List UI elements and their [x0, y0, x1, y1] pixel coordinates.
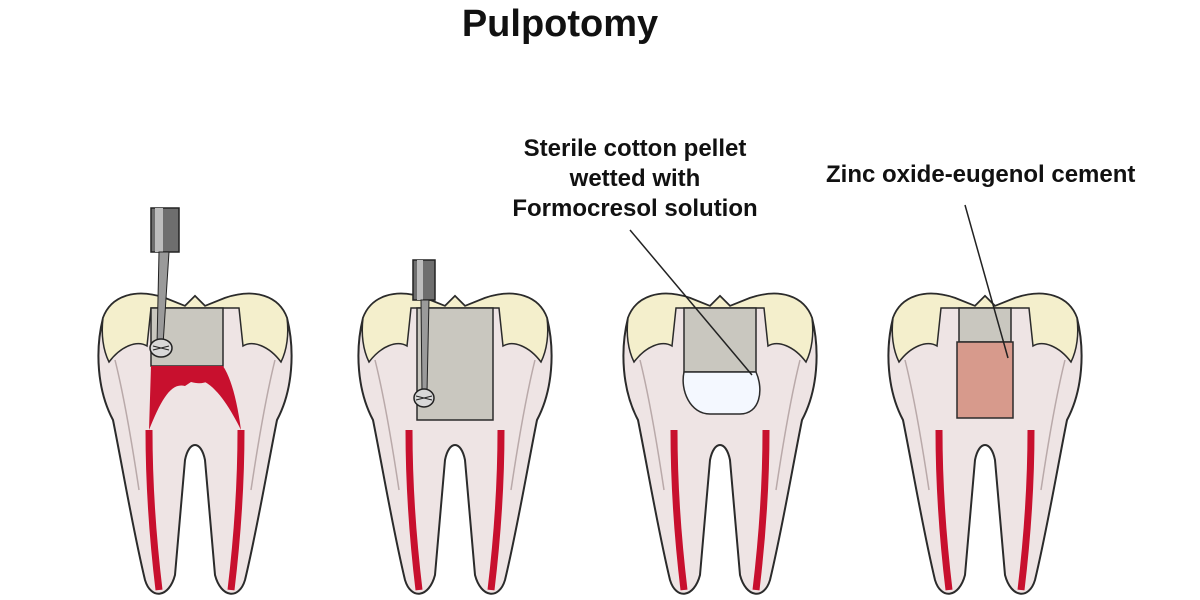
tooth-stage-4: [888, 294, 1081, 594]
cotton-pellet: [682, 371, 761, 415]
zoe-cement-label: Zinc oxide-eugenol cement: [826, 161, 1136, 188]
cotton-pellet-label-line-2: wetted with: [569, 165, 701, 192]
zoe-cement-leader: [964, 204, 1009, 359]
cotton-pellet-label-line-3: Formocresol solution: [512, 195, 758, 222]
diagram-title: Pulpotomy: [461, 3, 659, 45]
dental-bur: [149, 207, 180, 358]
cavity-filling-base: [683, 307, 757, 373]
temporary-seal: [958, 307, 1012, 343]
zoe-cement-fill: [956, 341, 1014, 419]
cotton-pellet-label: Sterile cotton pellet wetted with Formoc…: [500, 134, 770, 224]
tooth-stage-3: [623, 294, 816, 594]
dental-bur: [412, 259, 436, 408]
tooth-stage-1: [98, 207, 291, 594]
pulp-chamber: [149, 366, 241, 430]
tooth-stage-2: [358, 259, 551, 594]
cotton-pellet-leader: [629, 229, 753, 376]
cotton-pellet-label-line-1: Sterile cotton pellet: [523, 135, 747, 162]
